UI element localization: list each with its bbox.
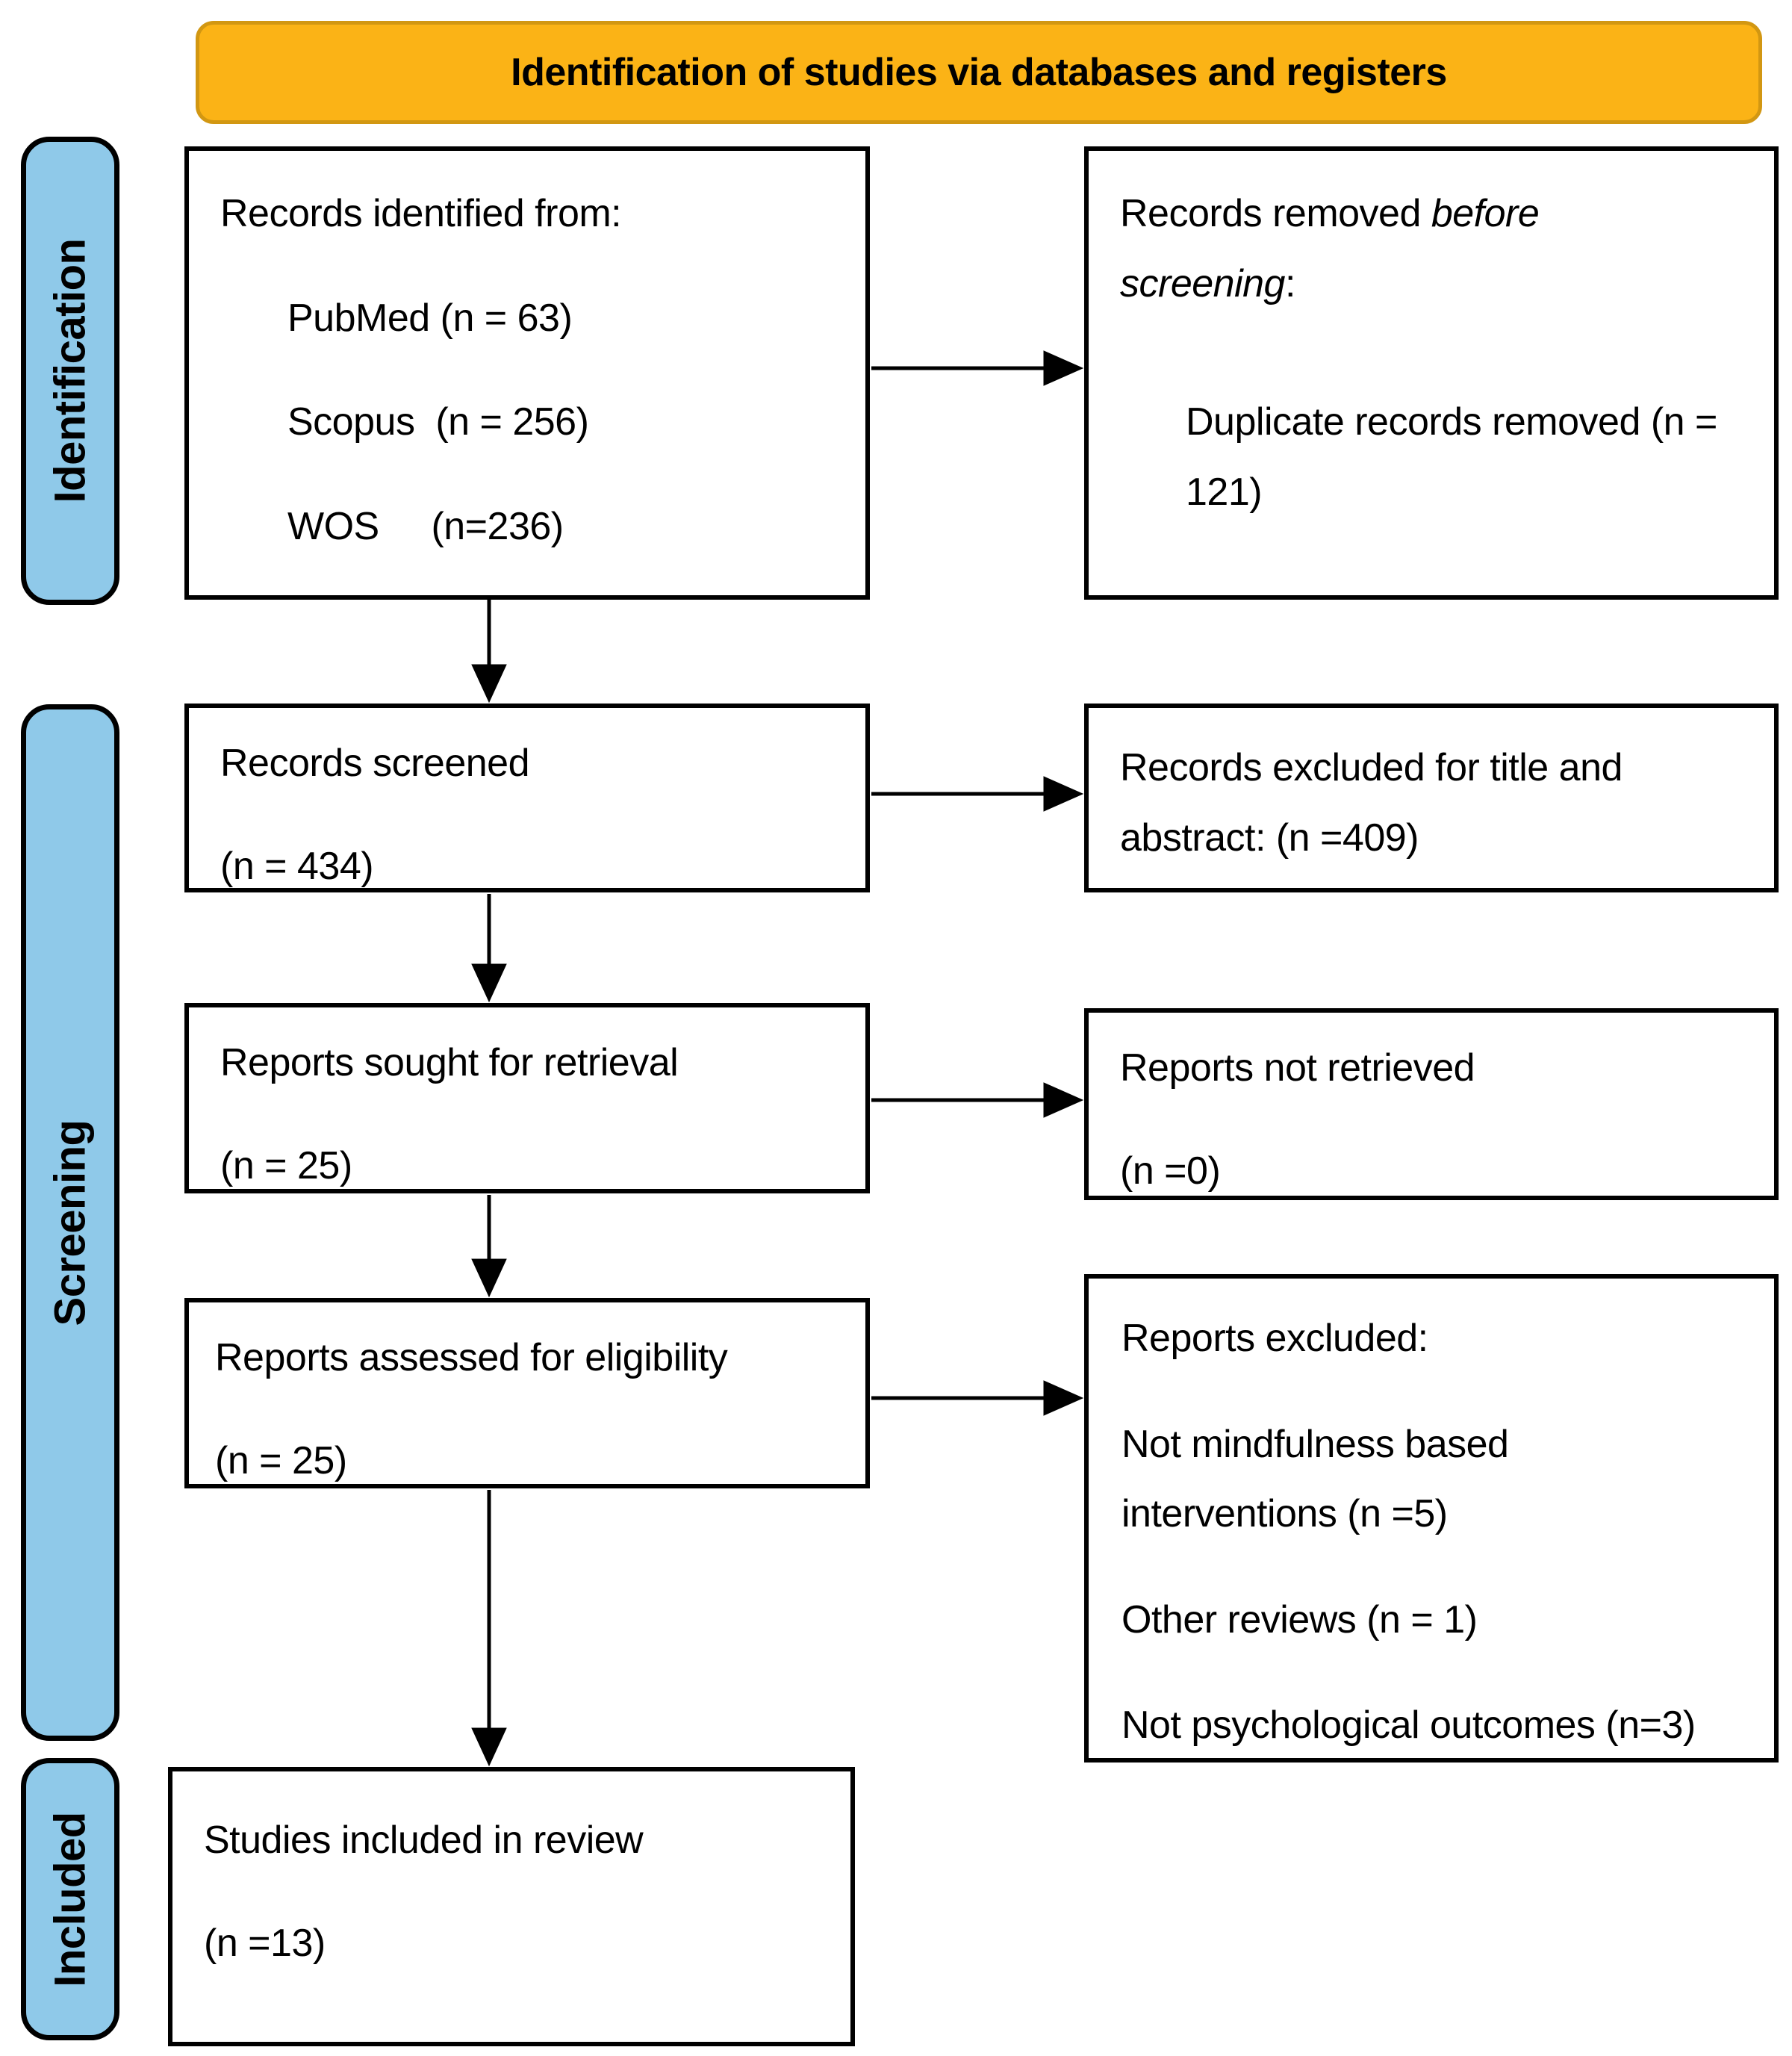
stage-label-screening: Screening	[21, 704, 119, 1741]
diagram-title: Identification of studies via databases …	[511, 51, 1447, 94]
reports-assessed-count: (n = 25)	[215, 1438, 347, 1482]
stage-label-screening-text: Screening	[46, 1119, 95, 1326]
arrow-sought-to-not-retrieved-icon	[871, 1082, 1084, 1118]
records-removed-heading-suffix: :	[1284, 261, 1295, 305]
reports-assessed-box: Reports assessed for eligibility (n = 25…	[184, 1298, 870, 1488]
records-identified-box: Records identified from: PubMed (n = 63)…	[184, 146, 870, 600]
exclusion-reason-other-reviews: Other reviews (n = 1)	[1121, 1597, 1478, 1642]
arrow-identified-to-removed-icon	[871, 350, 1084, 386]
reports-assessed-title: Reports assessed for eligibility	[215, 1336, 728, 1379]
reports-sought-count: (n = 25)	[220, 1143, 352, 1187]
arrow-assessed-to-reports-excluded-icon	[871, 1380, 1084, 1416]
reports-excluded-box: Reports excluded: Not mindfulness based …	[1084, 1274, 1779, 1762]
reports-not-retrieved-count: (n =0)	[1120, 1149, 1221, 1193]
records-removed-heading-emphasis: before screening	[1120, 192, 1540, 305]
arrow-assessed-to-included-icon	[471, 1490, 507, 1767]
source-scopus: Scopus (n = 256)	[287, 400, 589, 444]
stage-label-included-text: Included	[46, 1811, 95, 1987]
source-pubmed: PubMed (n = 63)	[287, 296, 573, 340]
stage-label-identification: Identification	[21, 137, 119, 605]
reports-not-retrieved-title: Reports not retrieved	[1120, 1046, 1475, 1090]
studies-included-box: Studies included in review (n =13)	[168, 1767, 855, 2046]
records-removed-heading: Records removed before screening:	[1120, 179, 1613, 319]
reports-sought-box: Reports sought for retrieval (n = 25)	[184, 1003, 870, 1193]
arrow-sought-to-assessed-icon	[471, 1195, 507, 1298]
records-identified-heading: Records identified from:	[220, 192, 622, 235]
stage-label-included: Included	[21, 1758, 119, 2040]
duplicates-removed-detail: Duplicate records removed (n = 121)	[1186, 400, 1717, 514]
reports-not-retrieved-box: Reports not retrieved (n =0)	[1084, 1008, 1779, 1200]
source-wos: WOS (n=236)	[287, 504, 564, 548]
records-screened-title: Records screened	[220, 742, 530, 785]
records-excluded-text: Records excluded for title and abstract:…	[1120, 746, 1623, 860]
studies-included-count: (n =13)	[204, 1921, 326, 1965]
records-screened-count: (n = 434)	[220, 844, 374, 888]
stage-label-identification-text: Identification	[46, 238, 95, 503]
records-screened-box: Records screened (n = 434)	[184, 704, 870, 892]
exclusion-reason-not-mindfulness: Not mindfulness based interventions (n =…	[1121, 1422, 1509, 1536]
records-removed-heading-prefix: Records removed	[1120, 192, 1431, 235]
studies-included-title: Studies included in review	[204, 1819, 644, 1862]
arrow-screened-to-sought-icon	[471, 894, 507, 1003]
records-excluded-box: Records excluded for title and abstract:…	[1084, 704, 1779, 892]
reports-excluded-heading: Reports excluded:	[1121, 1317, 1428, 1360]
arrow-identified-to-screened-icon	[471, 600, 507, 704]
exclusion-reason-not-psychological: Not psychological outcomes (n=3)	[1121, 1704, 1696, 1748]
arrow-screened-to-excluded-icon	[871, 776, 1084, 812]
reports-sought-title: Reports sought for retrieval	[220, 1041, 679, 1084]
diagram-title-banner: Identification of studies via databases …	[196, 21, 1762, 124]
records-removed-box: Records removed before screening: Duplic…	[1084, 146, 1779, 600]
